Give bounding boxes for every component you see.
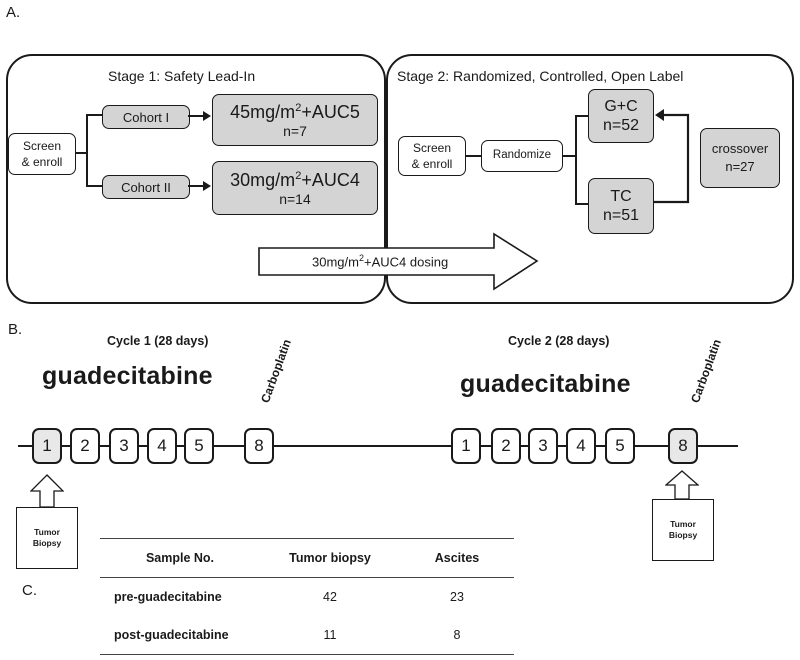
- cycle1-day-5: 5: [184, 428, 214, 464]
- arm2-box: 30mg/m2+AUC4 n=14: [212, 161, 378, 215]
- crossover-name: crossover: [711, 140, 769, 156]
- arm2-dose-suffix: +AUC4: [301, 169, 360, 190]
- stage1-screen-line1: Screen: [22, 138, 62, 153]
- panel-label-b: B.: [8, 321, 23, 338]
- biopsy-arrow-2: [665, 470, 699, 500]
- randomize-label: Randomize: [492, 149, 552, 162]
- cycle2-day-3: 3: [528, 428, 558, 464]
- arm2-dose-prefix: 30mg/m: [230, 169, 296, 190]
- biopsy-2-line1: Tumor: [670, 519, 696, 530]
- row-post-label: post-guadecitabine: [100, 616, 260, 655]
- arm2-n: n=14: [279, 190, 311, 207]
- arm1-n: n=7: [283, 122, 307, 139]
- stage1-connector: [76, 152, 86, 154]
- arm-tc-n: n=51: [602, 207, 640, 224]
- stage2-screen-enroll-box: Screen & enroll: [398, 136, 466, 176]
- arm1-box: 45mg/m2+AUC5 n=7: [212, 94, 378, 146]
- cycle2-drug: guadecitabine: [460, 370, 631, 398]
- table-header-row: Sample No. Tumor biopsy Ascites: [100, 538, 514, 578]
- crossover-box: crossover n=27: [700, 128, 780, 188]
- header-tumor-biopsy: Tumor biopsy: [260, 538, 400, 578]
- cycle2-day-4: 4: [566, 428, 596, 464]
- cycle1-day-1: 1: [32, 428, 62, 464]
- row-pre-biopsy: 42: [323, 590, 337, 604]
- cycle1-carboplatin: Carboplatin: [258, 337, 294, 405]
- cycle1-day-3: 3: [109, 428, 139, 464]
- stage2-screen-line1: Screen: [412, 140, 452, 155]
- row-post-biopsy: 11: [260, 616, 400, 655]
- panel-label-a: A.: [6, 4, 21, 21]
- cycle1-day-4: 4: [147, 428, 177, 464]
- stage2-branch-vertical: [575, 115, 577, 204]
- stage2-connector-b: [562, 155, 576, 157]
- cycle1-day-8: 8: [244, 428, 274, 464]
- cycle2-day-5: 5: [605, 428, 635, 464]
- stage1-screen-line2: & enroll: [21, 155, 63, 169]
- biopsy-1-line2: Biopsy: [32, 538, 62, 548]
- stage1-title: Stage 1: Safety Lead-In: [108, 68, 256, 84]
- stage1-branch-bottom: [86, 185, 102, 187]
- cycle2-label: Cycle 2 (28 days): [508, 334, 610, 348]
- arm1-dose-sup: 2: [295, 101, 302, 114]
- arm1-dose: 45mg/m2+AUC5: [230, 102, 360, 123]
- dosing-sup: 2: [358, 253, 364, 263]
- stage2-connector-a: [465, 155, 481, 157]
- arm1-dose-suffix: +AUC5: [301, 101, 360, 122]
- arm2-dose: 30mg/m2+AUC4: [230, 170, 360, 191]
- header-sample-no: Sample No.: [100, 538, 260, 578]
- arm-gc-box: G+C n=52: [588, 89, 654, 143]
- arrow-cohort1: [188, 111, 211, 121]
- arrow-cohort2: [188, 181, 211, 191]
- biopsy-arrow-1: [30, 474, 64, 508]
- cycle1-label: Cycle 1 (28 days): [107, 334, 209, 348]
- cohort2-label: Cohort II: [121, 179, 171, 195]
- cohort2-box: Cohort II: [102, 175, 190, 199]
- sample-table: Sample No. Tumor biopsy Ascites pre-guad…: [100, 538, 514, 655]
- stage2-branch-bottom: [575, 203, 588, 205]
- dosing-arrow: [258, 232, 539, 291]
- cycle2-day-8: 8: [668, 428, 698, 464]
- dosing-prefix: 30mg/m: [312, 254, 359, 270]
- crossover-arrow: [653, 109, 690, 204]
- cycle2-day-2: 2: [491, 428, 521, 464]
- arm2-dose-sup: 2: [295, 169, 302, 182]
- crossover-n: n=27: [725, 159, 755, 174]
- header-ascites: Ascites: [400, 538, 514, 578]
- stage1-branch-top: [86, 114, 102, 116]
- arm-tc-name: TC: [610, 187, 632, 205]
- table-row: pre-guadecitabine 42 23: [100, 578, 514, 617]
- stage2-title: Stage 2: Randomized, Controlled, Open La…: [397, 68, 684, 84]
- biopsy-box-1: Tumor Biopsy: [16, 507, 78, 569]
- row-pre-ascites: 23: [450, 590, 464, 604]
- arm1-dose-prefix: 45mg/m: [230, 101, 296, 122]
- row-pre-label: pre-guadecitabine: [114, 590, 222, 604]
- biopsy-box-2: Tumor Biopsy: [652, 499, 714, 561]
- dosing-arrow-label: 30mg/m2+AUC4 dosing: [312, 253, 448, 269]
- stage2-screen-line2: & enroll: [411, 157, 453, 171]
- panel-label-c: C.: [22, 582, 37, 599]
- cycle2-day-1: 1: [451, 428, 481, 464]
- stage2-branch-top: [575, 115, 588, 117]
- row-post-ascites: 8: [400, 616, 514, 655]
- timeline-line: [18, 445, 738, 447]
- stage1-screen-enroll-box: Screen & enroll: [8, 133, 76, 175]
- cohort1-box: Cohort I: [102, 105, 190, 129]
- cycle1-drug: guadecitabine: [42, 362, 213, 390]
- arm-gc-name: G+C: [604, 97, 638, 115]
- table-row: post-guadecitabine 11 8: [100, 616, 514, 655]
- cohort1-label: Cohort I: [122, 109, 170, 125]
- arm-gc-n: n=52: [602, 117, 640, 134]
- biopsy-2-line2: Biopsy: [668, 530, 698, 540]
- randomize-box: Randomize: [481, 140, 563, 172]
- cycle1-day-2: 2: [70, 428, 100, 464]
- stage1-branch-vertical: [86, 114, 88, 186]
- cycle2-carboplatin: Carboplatin: [688, 337, 724, 405]
- dosing-suffix: +AUC4 dosing: [363, 254, 449, 270]
- arm-tc-box: TC n=51: [588, 178, 654, 234]
- biopsy-1-line1: Tumor: [34, 527, 60, 538]
